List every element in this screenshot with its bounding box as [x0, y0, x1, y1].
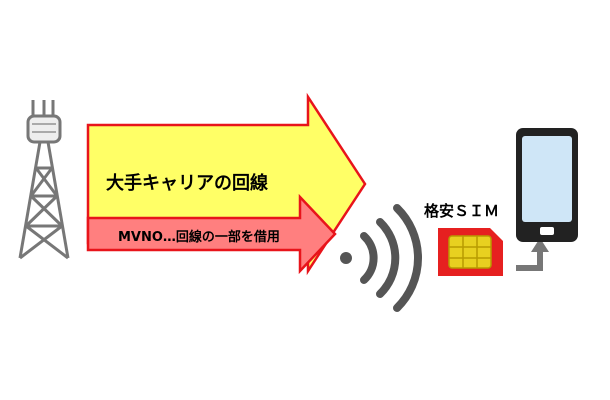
mvno-arrow — [86, 193, 337, 275]
sim-card-icon — [438, 228, 503, 276]
wireless-signal-icon — [340, 204, 423, 312]
sub-arrow-label: MVNO…回線の一部を借用 — [118, 229, 280, 245]
main-arrow-label: 大手キャリアの回線 — [106, 172, 268, 194]
insert-arrow-icon — [516, 238, 549, 271]
sim-label: 格安ＳＩＭ — [424, 202, 499, 220]
cell-tower-icon — [18, 100, 70, 260]
smartphone-icon — [516, 128, 578, 242]
